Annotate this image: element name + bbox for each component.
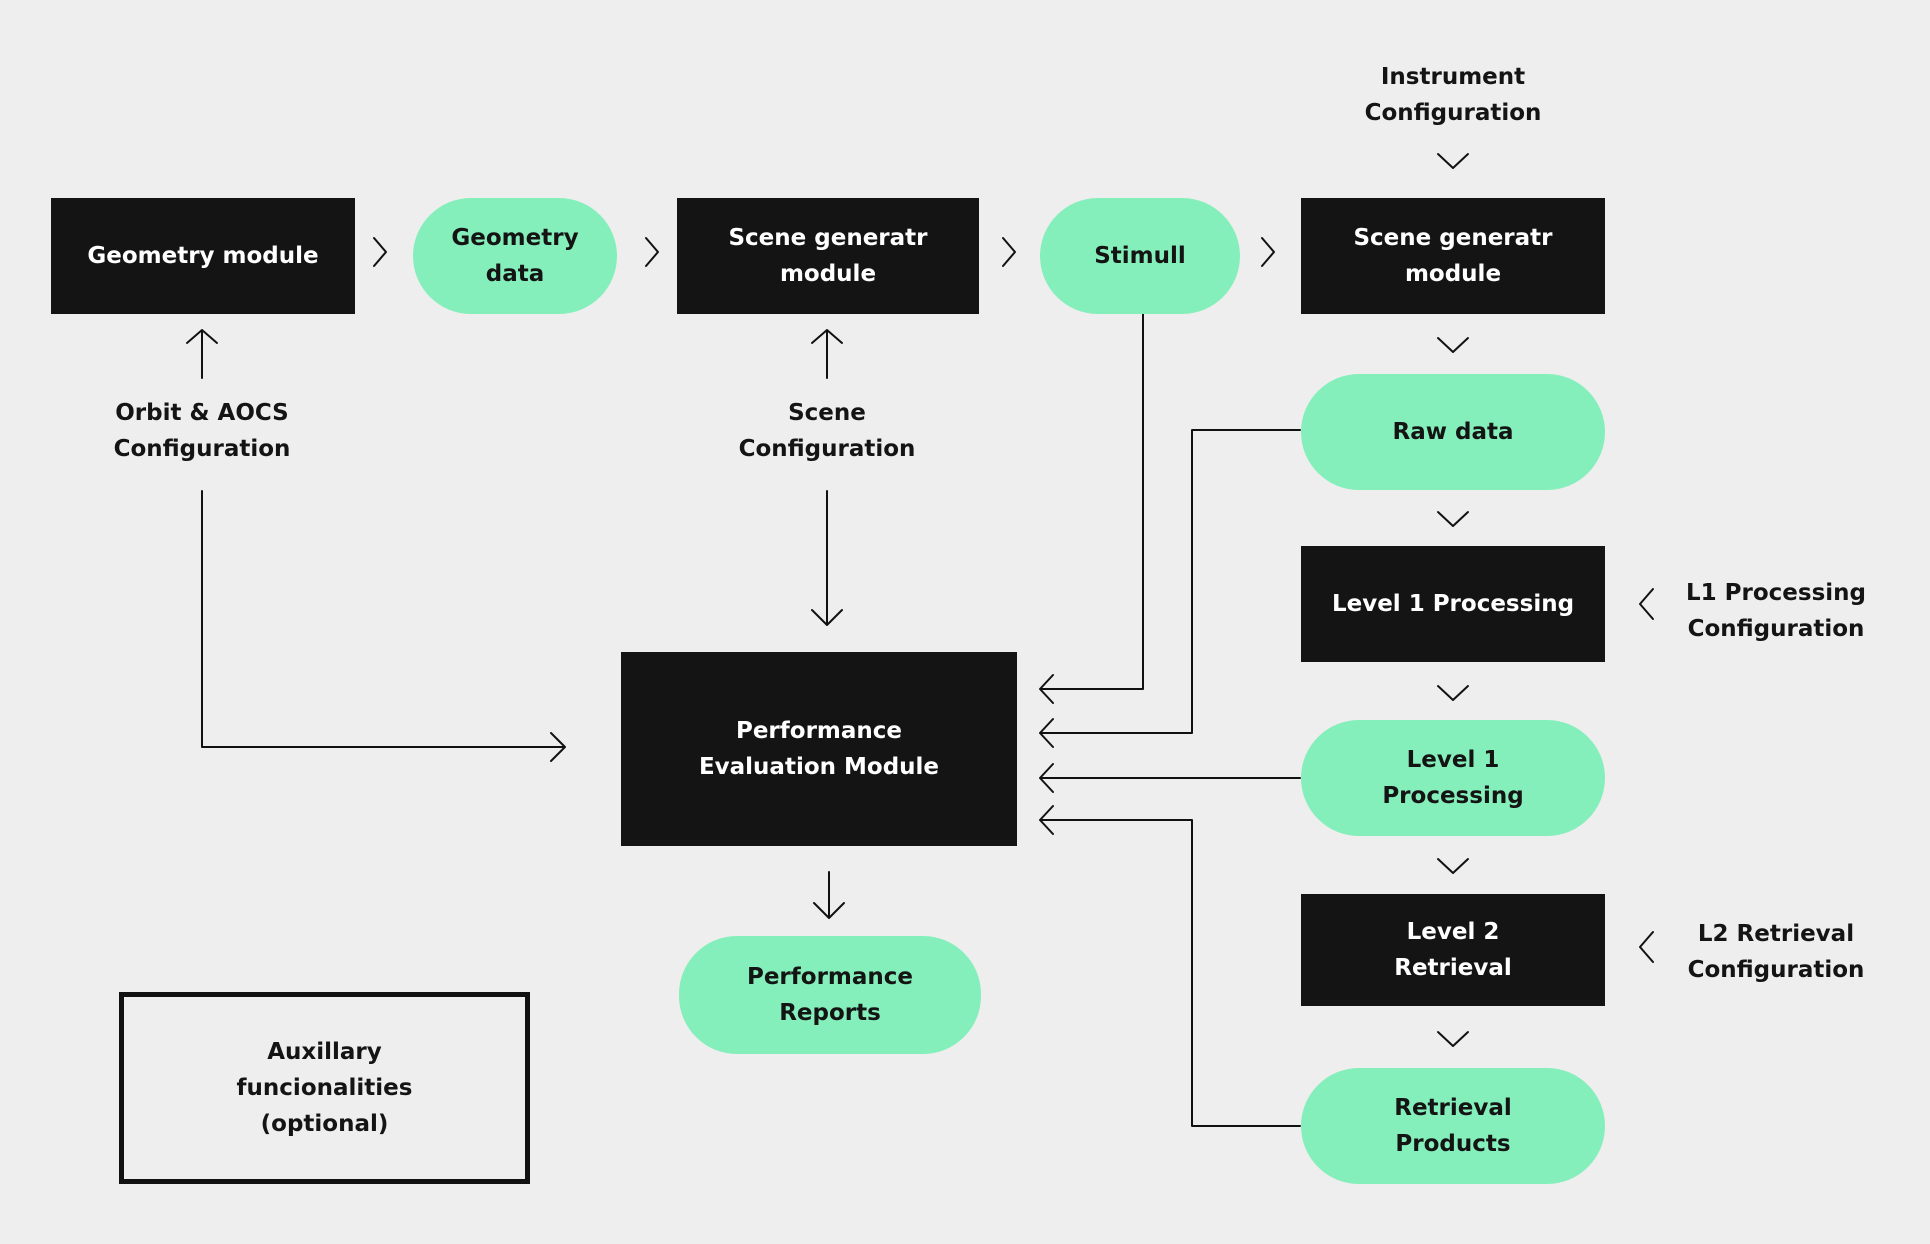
geometry-module: Geometry module xyxy=(51,198,355,314)
orbit-aocs-configuration-label: Orbit & AOCS Configuration xyxy=(72,392,332,470)
arrow-stimuli-to-perf xyxy=(1039,312,1144,704)
arrow-scene-gen-to-stimuli xyxy=(1002,237,1016,267)
level2-retrieval-module: Level 2 Retrieval xyxy=(1301,894,1605,1006)
arrow-l2-config-left xyxy=(1639,931,1654,963)
arrow-perf-to-reports xyxy=(813,871,845,919)
retrieval-products-label: Retrieval Products xyxy=(1394,1095,1512,1157)
arrow-level1-to-level1-data xyxy=(1437,685,1469,701)
performance-evaluation-label: Performance Evaluation Module xyxy=(698,718,940,780)
scene-generator-1-label: Scene generatr module xyxy=(728,225,928,287)
level1-processing-data: Level 1 Processing xyxy=(1301,720,1605,836)
geometry-module-label: Geometry module xyxy=(87,243,319,269)
arrow-orbit-config-to-perf xyxy=(201,490,566,762)
l1-processing-configuration-text: L1 Processing Configuration xyxy=(1685,580,1866,642)
level1-module-label: Level 1 Processing xyxy=(1331,591,1575,617)
arrow-l1-config-left xyxy=(1639,588,1654,620)
arrow-orbit-config-up xyxy=(186,329,218,379)
arrow-scene-config-to-perf xyxy=(811,490,843,626)
performance-reports: Performance Reports xyxy=(679,936,981,1054)
arrow-stimuli-to-scene-gen-2 xyxy=(1261,237,1275,267)
scene-generator-module-1: Scene generatr module xyxy=(677,198,979,314)
scene-configuration-text: Scene Configuration xyxy=(738,400,916,462)
arrow-raw-data-to-level1 xyxy=(1437,511,1469,527)
level1-processing-module: Level 1 Processing xyxy=(1301,546,1605,662)
raw-data: Raw data xyxy=(1301,374,1605,490)
stimuli-label: Stimull xyxy=(1094,243,1186,269)
instrument-configuration-text: Instrument Configuration xyxy=(1364,64,1542,126)
raw-data-label: Raw data xyxy=(1392,419,1514,445)
arrow-geometry-to-geometry-data xyxy=(373,237,387,267)
arrow-raw-data-to-perf xyxy=(1039,429,1301,748)
arrow-scene-config-up xyxy=(811,329,843,379)
arrow-scene-gen-2-to-raw-data xyxy=(1437,337,1469,353)
scene-generator-module-2: Scene generatr module xyxy=(1301,198,1605,314)
arrow-level2-to-retrieval xyxy=(1437,1031,1469,1047)
level2-module-label: Level 2 Retrieval xyxy=(1394,919,1512,981)
instrument-configuration-label: Instrument Configuration xyxy=(1318,56,1588,134)
arrow-instrument-config-down xyxy=(1437,153,1469,169)
stimuli-data: Stimull xyxy=(1040,198,1240,314)
auxiliary-label: Auxillary funcionalities (optional) xyxy=(236,1039,413,1137)
arrow-geometry-data-to-scene-gen xyxy=(645,237,659,267)
retrieval-products: Retrieval Products xyxy=(1301,1068,1605,1184)
performance-evaluation-module: Performance Evaluation Module xyxy=(621,652,1017,846)
arrow-level1-data-to-perf xyxy=(1039,763,1301,793)
l2-retrieval-configuration-label: L2 Retrieval Configuration xyxy=(1666,913,1886,991)
auxiliary-functionalities-box: Auxillary funcionalities (optional) xyxy=(119,992,530,1184)
geometry-data: Geometry data xyxy=(413,198,617,314)
geometry-data-label: Geometry data xyxy=(451,225,579,287)
arrow-retrieval-to-perf xyxy=(1039,805,1301,1127)
level1-data-label: Level 1 Processing xyxy=(1382,747,1524,809)
l2-retrieval-configuration-text: L2 Retrieval Configuration xyxy=(1687,921,1865,983)
scene-generator-2-label: Scene generatr module xyxy=(1353,225,1553,287)
arrow-level1-data-to-level2 xyxy=(1437,858,1469,874)
l1-processing-configuration-label: L1 Processing Configuration xyxy=(1666,572,1886,650)
performance-reports-label: Performance Reports xyxy=(746,964,914,1026)
scene-configuration-label: Scene Configuration xyxy=(697,392,957,470)
orbit-aocs-configuration-text: Orbit & AOCS Configuration xyxy=(113,400,291,462)
